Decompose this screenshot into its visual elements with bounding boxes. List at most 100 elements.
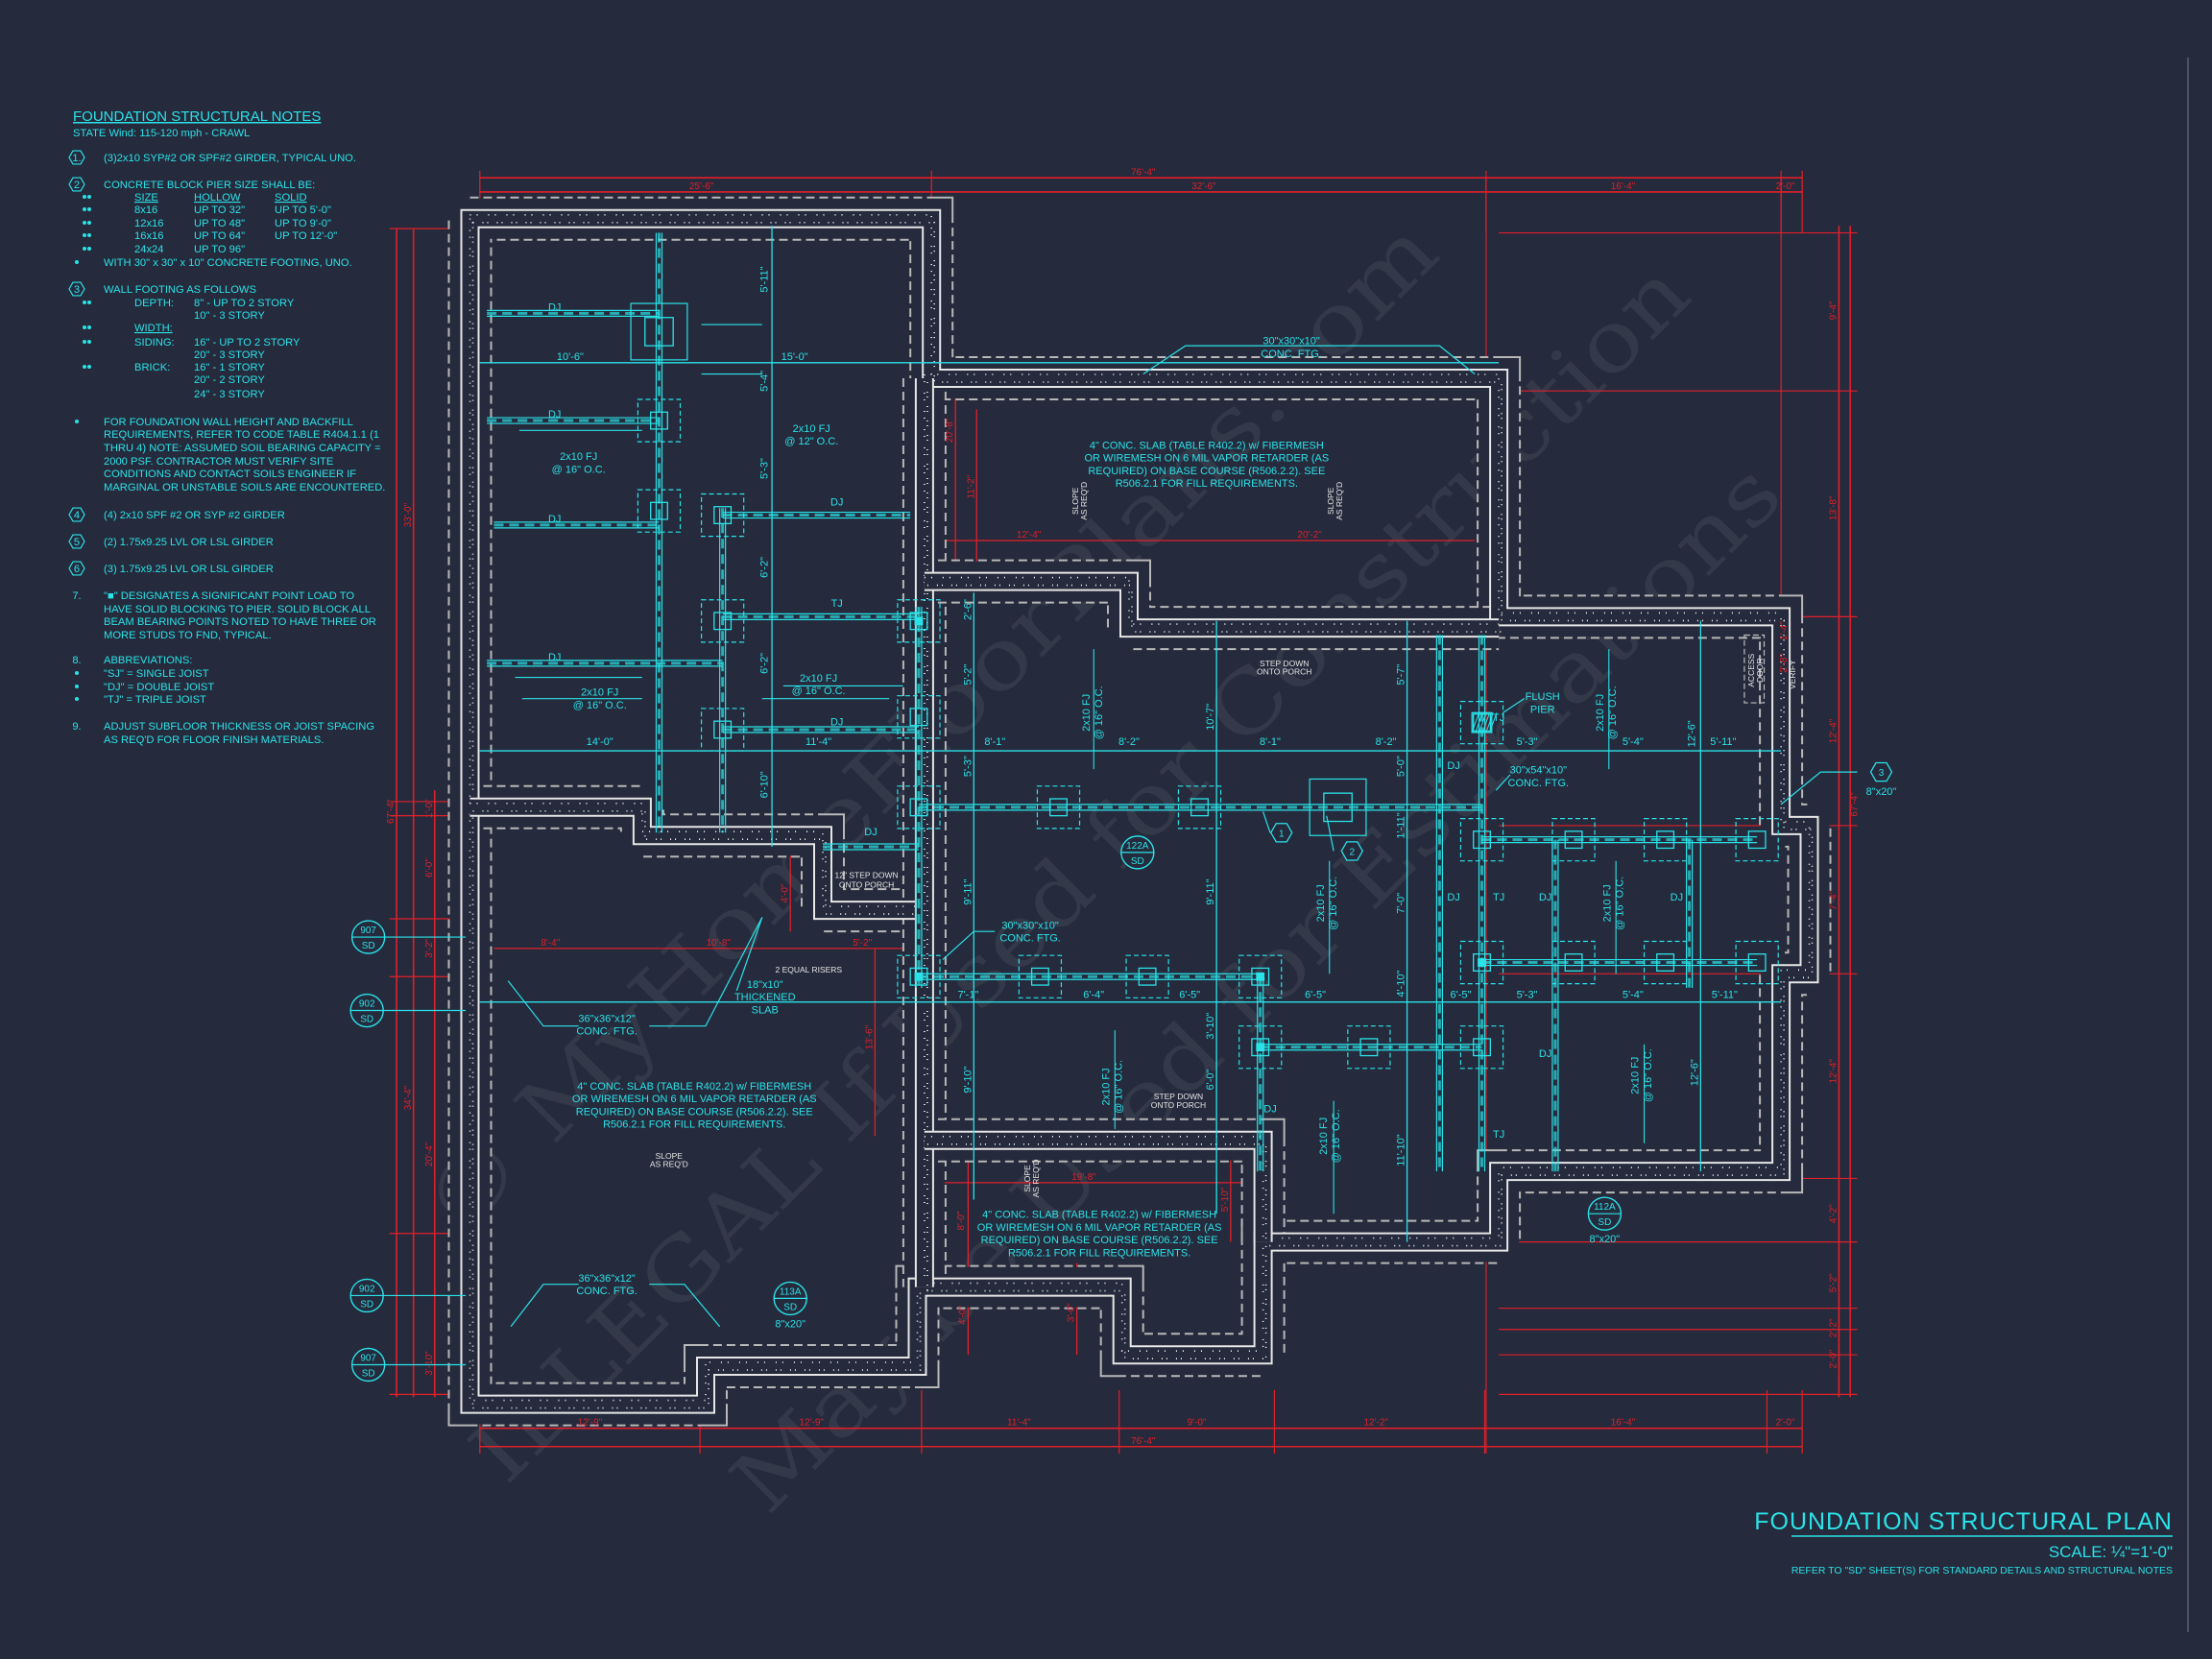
dimension-text: 10'-8": [706, 938, 731, 949]
note-number: 1.: [72, 153, 81, 164]
point-load-marker: [914, 616, 924, 626]
pier-footing: [1459, 1025, 1504, 1070]
plan-label: STEP DOWN: [1260, 659, 1309, 668]
dimension-text: 76'-4": [1131, 1436, 1156, 1447]
dimension-text: 2'-0": [1776, 1418, 1795, 1429]
pier: [1138, 967, 1157, 986]
hex-icon: [68, 561, 85, 576]
note-text: ABBREVIATIONS:: [104, 655, 192, 666]
note-text: THRU 4) NOTE: ASSUMED SOIL BEARING CAPAC…: [104, 443, 381, 454]
plan-label: 7'-1": [957, 989, 978, 1000]
pier-footing: [897, 785, 941, 830]
callout-detail-number: 907: [360, 926, 376, 936]
callout-size: 8"x20": [1590, 1234, 1621, 1245]
dimension-text: 3'-2": [424, 938, 435, 957]
flush-pier-hatch: [1479, 712, 1487, 733]
note-text: (2) 1.75x9.25 LVL OR LSL GIRDER: [104, 537, 274, 548]
foundation-wall-core: [924, 573, 1500, 637]
plan-label: CONC. FTG.: [576, 1286, 637, 1297]
hex-tag-label: 3: [1879, 768, 1885, 779]
pier-footing: [1459, 940, 1504, 985]
leader-line: [1780, 771, 1858, 805]
note-number: 2: [74, 180, 80, 191]
dimension-text: 12'-4": [1828, 1059, 1839, 1084]
note-text: "DJ" = DOUBLE JOIST: [104, 682, 214, 693]
plan-label: ONTO PORCH: [839, 880, 894, 890]
bullet-icon: [83, 207, 86, 211]
note-number: 6: [74, 564, 80, 575]
hex-icon: [1869, 761, 1893, 782]
point-load-marker: [914, 972, 924, 981]
hex-icon: [68, 177, 85, 192]
plan-label: 36"x36"x12": [578, 1273, 636, 1285]
pier-table-cell: UP TO 32": [194, 204, 245, 216]
slab-note: 4" CONC. SLAB (TABLE R402.2) w/ FIBERMES…: [1085, 440, 1330, 490]
dimension-text: 4'-0": [957, 1306, 968, 1325]
plan-label: 1'-11": [1396, 812, 1407, 838]
plan-label: 2'-6": [962, 599, 974, 620]
plan-label: 30"x30"x10": [1262, 336, 1320, 348]
plan-label: 6'-5": [1305, 989, 1326, 1000]
pier-footing: [1643, 817, 1688, 862]
pier: [650, 411, 668, 430]
plan-label: THICKENED: [734, 992, 796, 1003]
note-key: SIDING:: [134, 337, 175, 349]
dimension-text: 13'-6": [864, 1024, 875, 1049]
pier-footing: [1309, 778, 1367, 836]
pier: [1564, 953, 1583, 973]
dimension-text: 33'-0": [403, 502, 414, 527]
pier: [1473, 953, 1491, 973]
plan-label: 8'-2": [1376, 736, 1397, 748]
pier: [1251, 1038, 1270, 1057]
plan-label: 6'-2": [759, 557, 771, 578]
pier: [1747, 830, 1767, 850]
plan-label: SLOPE: [1070, 487, 1080, 515]
callout-sheet: SD: [783, 1302, 797, 1312]
plan-label: 5'-2": [962, 664, 974, 685]
title-block: FOUNDATION STRUCTURAL PLAN SCALE: ¼"=1'-…: [1754, 1508, 2173, 1576]
note-value: 20" - 3 STORY: [194, 349, 265, 361]
plan-label: AS REQ'D: [650, 1160, 688, 1169]
dimension-text: 67'-4": [1850, 792, 1861, 817]
plan-label: DJ: [1447, 892, 1459, 903]
bullet-icon: [83, 233, 86, 237]
dimension-text: 12'-4": [1828, 718, 1839, 743]
plan-label: SLOPE: [656, 1151, 684, 1161]
flush-pier-hatch: [1481, 712, 1491, 733]
drawing-title: FOUNDATION STRUCTURAL PLAN: [1754, 1508, 2173, 1535]
plan-label: AS REQ'D: [1079, 482, 1089, 520]
note-text: WITH 30" x 30" x 10" CONCRETE FOOTING, U…: [104, 257, 352, 269]
callout-sheet: SD: [1131, 856, 1144, 867]
callout-detail-number: 113A: [780, 1286, 802, 1297]
pier-table-cell: UP TO 96": [194, 244, 245, 255]
note-text: "SJ" = SINGLE JOIST: [104, 668, 209, 680]
bullet-icon: [75, 260, 79, 264]
pier-footing: [700, 493, 745, 538]
slab-note-line: OR WIREMESH ON 6 MIL VAPOR RETARDER (AS: [572, 1094, 817, 1105]
pier: [1473, 1038, 1491, 1057]
note-text: REQUIREMENTS, REFER TO CODE TABLE R404.1…: [104, 429, 379, 441]
plan-label: 2x10 FJ: [1315, 884, 1327, 922]
pier: [644, 317, 674, 347]
note-text: FOR FOUNDATION WALL HEIGHT AND BACKFILL: [104, 417, 353, 428]
dimension-text: 3'-10": [424, 1351, 435, 1376]
plan-label: 6'-10": [759, 771, 771, 798]
pier-footing: [1643, 940, 1688, 985]
plan-label: AS REQ'D: [1031, 1160, 1041, 1198]
dimension-text: 76'-4": [1131, 167, 1156, 178]
dimension-text: 16'-4": [1611, 181, 1636, 192]
flush-pier-hatch: [1471, 712, 1480, 733]
note-text: AS REQ'D FOR FLOOR FINISH MATERIALS.: [104, 734, 324, 746]
drawing-scale: SCALE: ¼"=1'-0": [2049, 1543, 2173, 1561]
note-value: 8" - UP TO 2 STORY: [194, 298, 295, 309]
pier: [1473, 830, 1491, 850]
leader-line: [1326, 815, 1334, 852]
dimension-text: 19'-8": [1071, 1172, 1096, 1183]
